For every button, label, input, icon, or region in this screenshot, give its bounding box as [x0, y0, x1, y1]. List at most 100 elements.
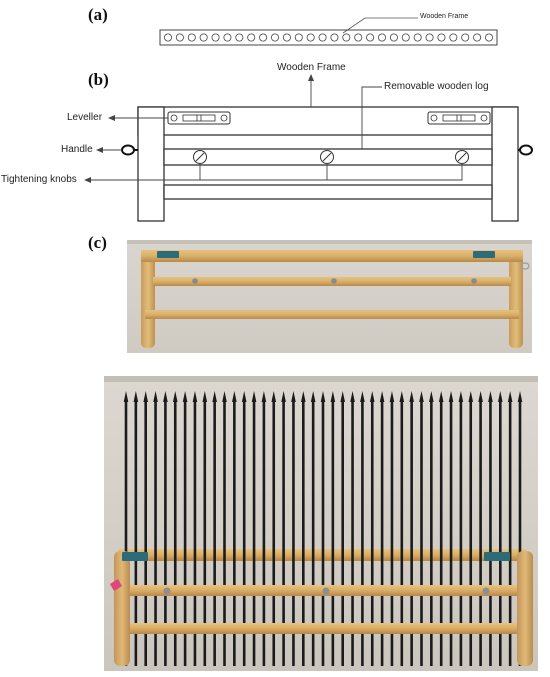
- frame-hole: [223, 33, 232, 42]
- frame-hole: [163, 33, 172, 42]
- frame-hole: [235, 33, 244, 42]
- rod: [192, 391, 198, 666]
- diagram-a-drawing: [159, 17, 498, 46]
- rod: [202, 391, 208, 666]
- log-leader: [361, 86, 382, 149]
- frame-hole: [461, 33, 470, 42]
- bottom-rail: [163, 184, 493, 200]
- panel-label-b: (b): [88, 70, 109, 89]
- frame-hole: [473, 33, 482, 42]
- rod: [478, 391, 483, 666]
- frame-hole: [306, 33, 315, 42]
- rod: [488, 391, 493, 666]
- tightening-knobs-label: Tightening knobs: [1, 174, 77, 185]
- photo-frame-empty: [127, 240, 532, 353]
- left-post: [137, 106, 165, 222]
- rod: [163, 391, 168, 666]
- diagram-b-drawing: [84, 74, 533, 222]
- frame-hole: [247, 33, 256, 42]
- frame-hole: [366, 33, 375, 42]
- rod: [222, 391, 227, 666]
- rod: [399, 391, 405, 666]
- rod: [409, 391, 414, 666]
- frame-hole: [199, 33, 208, 42]
- rod: [350, 391, 355, 666]
- frame-hole: [330, 33, 339, 42]
- frame-hole: [449, 33, 458, 42]
- rod: [330, 391, 336, 666]
- rod: [320, 391, 326, 666]
- leveller-left: [167, 111, 231, 125]
- rod: [241, 391, 247, 666]
- photo-frame-with-rods-drawing: [104, 376, 538, 671]
- photo-frame-empty-drawing: [127, 240, 532, 353]
- frame-hole: [270, 33, 279, 42]
- knob-right: [455, 150, 469, 164]
- rod: [291, 391, 296, 666]
- frame-hole: [413, 33, 422, 42]
- rod: [419, 391, 424, 666]
- right-post: [491, 106, 519, 222]
- rod: [232, 391, 237, 666]
- rod: [379, 391, 385, 666]
- frame-hole: [354, 33, 363, 42]
- photo-frame-with-rods: [104, 376, 538, 671]
- leveller-right: [427, 111, 491, 125]
- rod: [281, 391, 286, 666]
- knob-left: [193, 150, 207, 164]
- rod: [261, 391, 267, 666]
- rod: [301, 391, 306, 666]
- frame-hole: [187, 33, 196, 42]
- frame-hole: [282, 33, 291, 42]
- hole-row: [163, 33, 493, 42]
- frame-hole: [294, 33, 303, 42]
- rod: [182, 391, 188, 666]
- frame-hole: [175, 33, 184, 42]
- rod-group: [123, 391, 523, 666]
- frame-hole: [259, 33, 268, 42]
- rod: [458, 391, 464, 666]
- frame-label-a: Wooden Frame: [420, 13, 469, 20]
- rod: [507, 391, 513, 666]
- knob-center: [320, 150, 334, 164]
- rod: [468, 391, 474, 666]
- frame-hole: [484, 33, 493, 42]
- rod: [498, 391, 503, 666]
- frame-hole: [377, 33, 386, 42]
- panel-label-a: (a): [88, 5, 108, 24]
- removable-log-label: Removable wooden log: [384, 81, 489, 92]
- rod: [143, 391, 148, 666]
- frame-bar: [159, 29, 498, 46]
- rod: [429, 391, 434, 666]
- frame-hole: [389, 33, 398, 42]
- frame-hole: [318, 33, 327, 42]
- handle-left: [121, 144, 138, 156]
- rod: [212, 391, 217, 666]
- rod: [172, 391, 178, 666]
- rod: [360, 391, 365, 666]
- diagram-b: Wooden Frame Removable wooden log Levell…: [0, 60, 550, 230]
- frame-hole: [211, 33, 220, 42]
- rod: [310, 391, 316, 666]
- wooden-frame-label: Wooden Frame: [277, 62, 346, 73]
- rod: [153, 391, 158, 666]
- handle-label: Handle: [61, 144, 93, 155]
- leveller-label: Leveller: [67, 112, 103, 123]
- frame-label-leader: [342, 17, 418, 34]
- diagram-a: Wooden Frame: [0, 0, 550, 60]
- rod: [438, 391, 444, 666]
- frame-hole: [342, 33, 351, 42]
- rod: [133, 391, 139, 666]
- frame-hole: [425, 33, 434, 42]
- handle-right: [518, 144, 533, 156]
- frame-hole: [437, 33, 446, 42]
- rod: [271, 391, 277, 666]
- rod: [340, 391, 345, 666]
- frame-hole: [401, 33, 410, 42]
- rod: [251, 391, 257, 666]
- panel-label-c: (c): [88, 233, 107, 252]
- rod: [389, 391, 395, 666]
- rod: [448, 391, 454, 666]
- rod: [369, 391, 375, 666]
- knobs-leader: [88, 163, 463, 181]
